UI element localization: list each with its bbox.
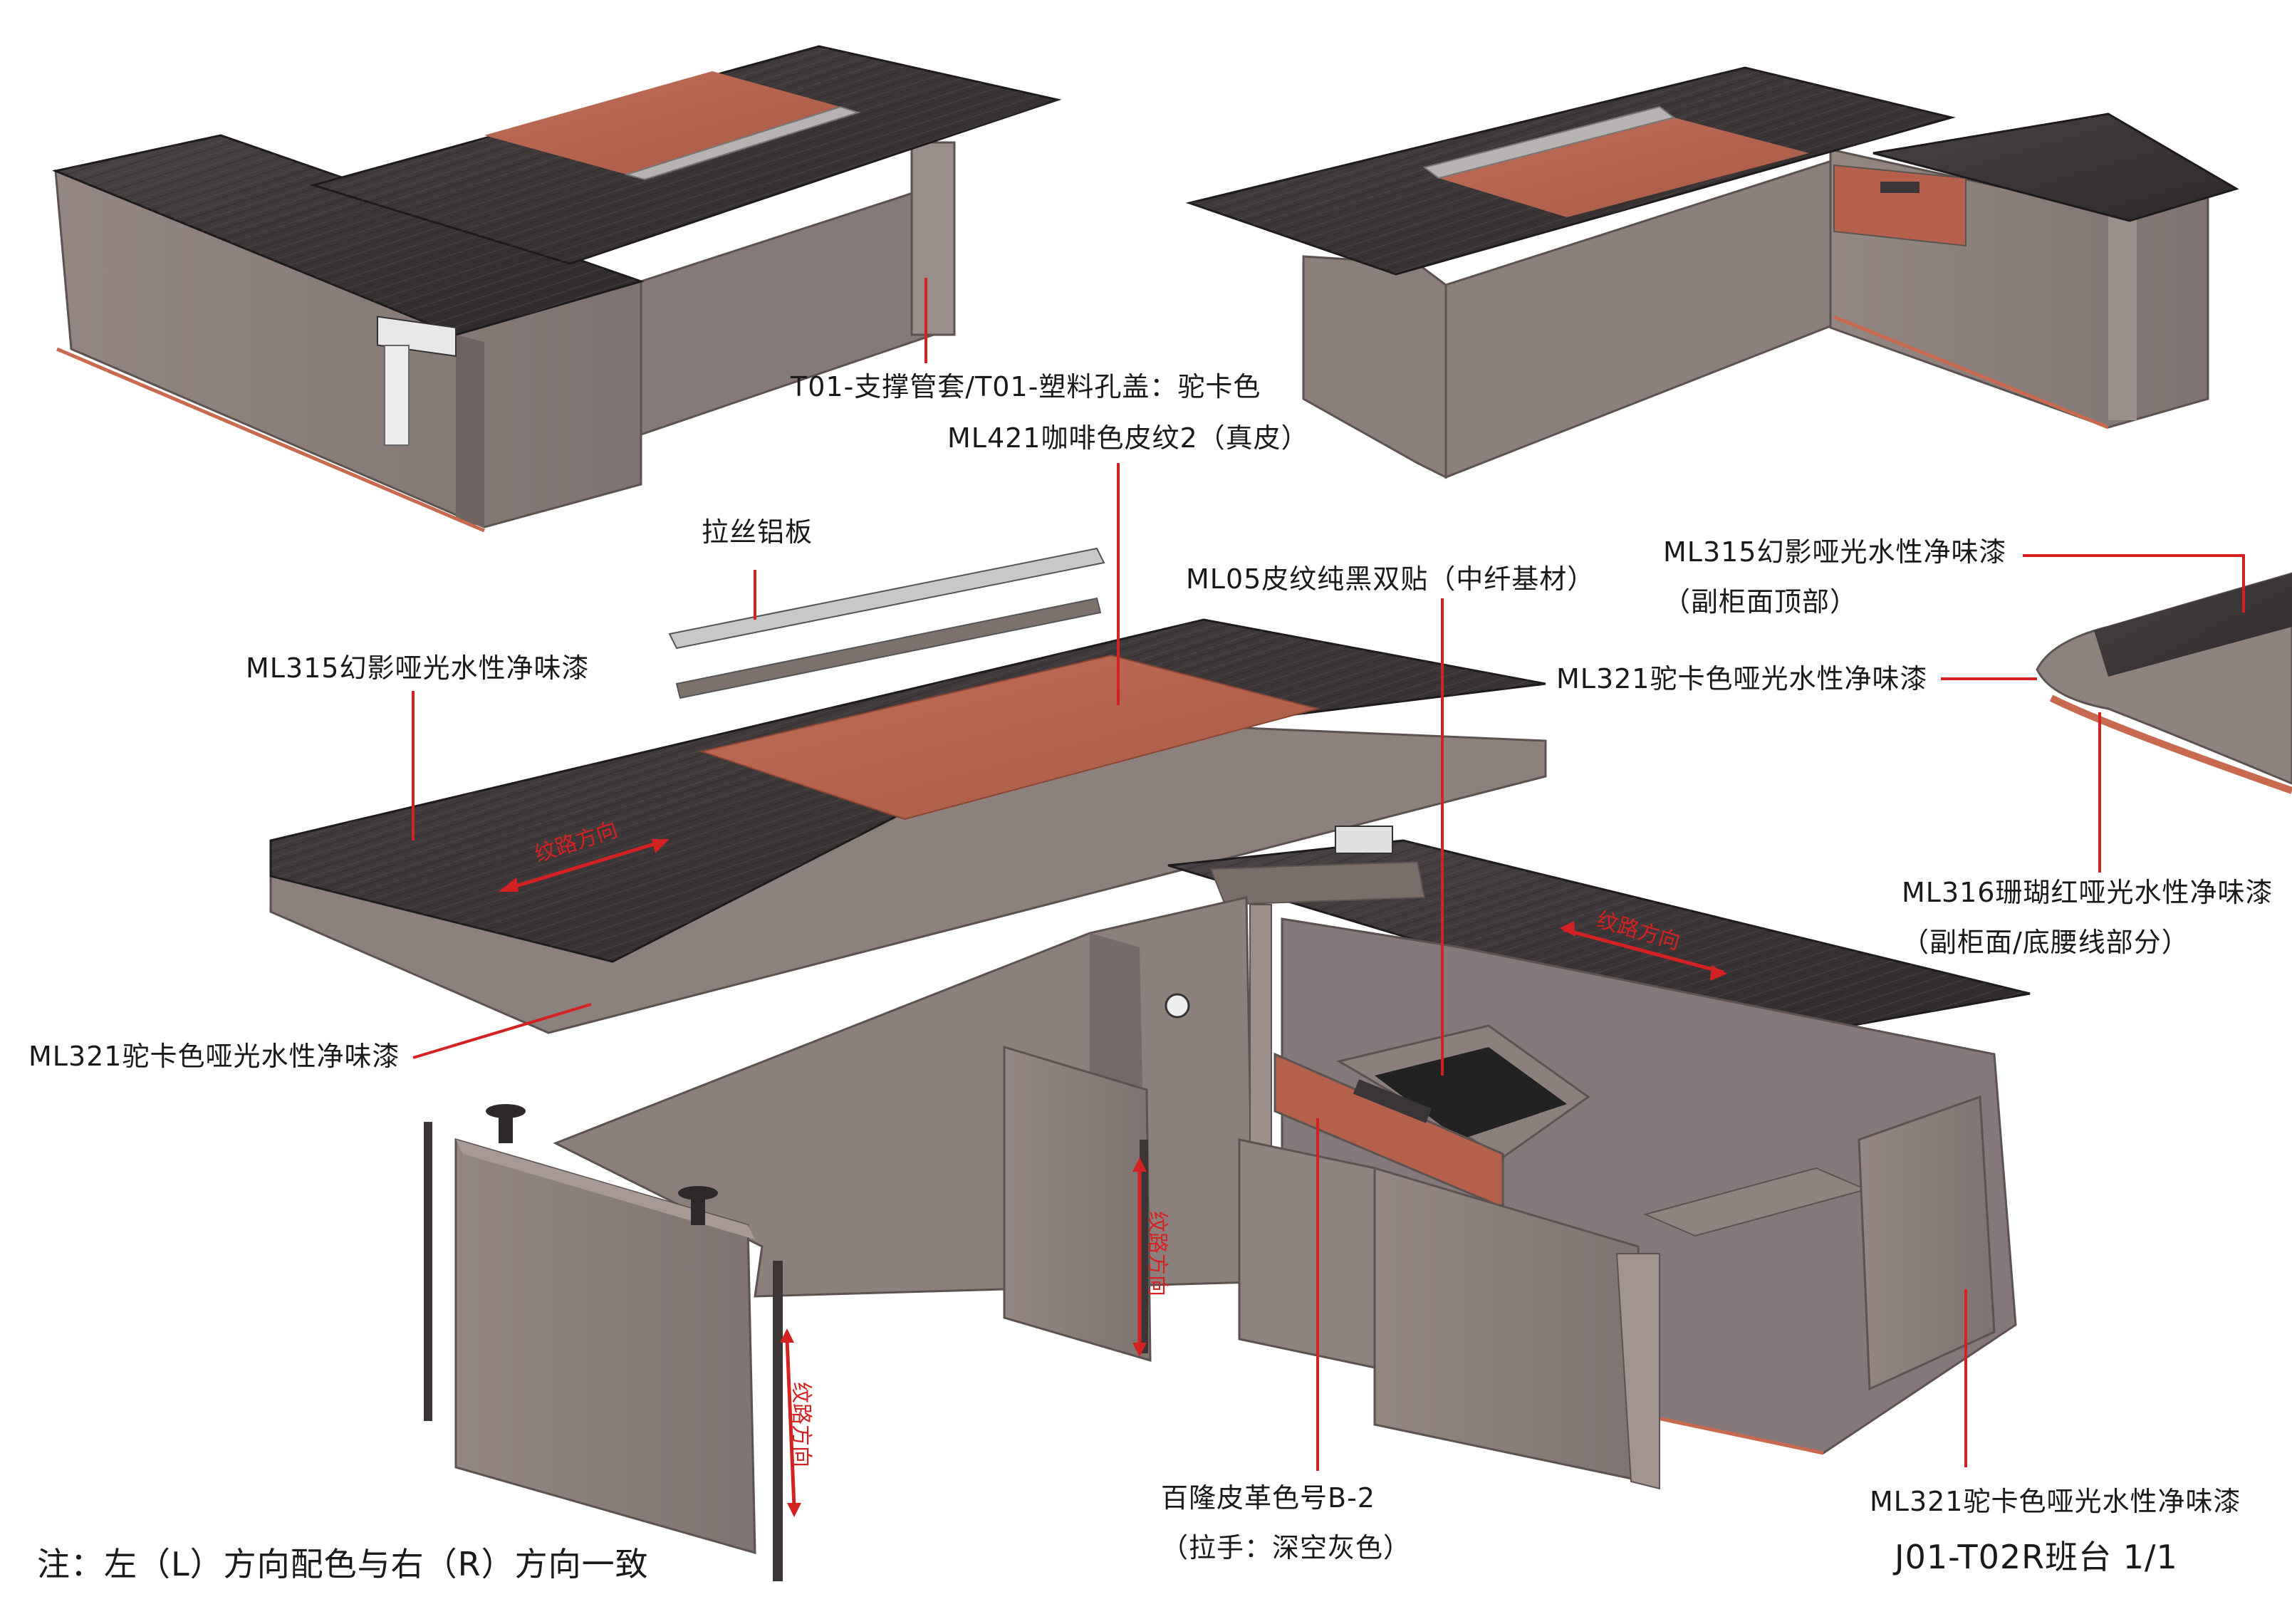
- note-color-consistency: 注：左（L）方向配色与右（R）方向一致: [37, 1545, 649, 1583]
- drawing-id: J01-T02R班台 1/1: [1895, 1538, 2178, 1576]
- exploded-assembly: [269, 547, 2031, 1581]
- label-ml316-line1: ML316珊瑚红哑光水性净味漆: [1902, 877, 2273, 908]
- label-leather-pad: ML421咖啡色皮纹2（真皮）: [947, 422, 1309, 454]
- desk-view-front-left: [51, 45, 1062, 533]
- label-ml321-left: ML321驼卡色哑光水性净味漆: [28, 1041, 400, 1072]
- label-ml315-side-line2: （副柜面顶部）: [1663, 586, 1858, 618]
- label-ml05: ML05皮纹纯黑双贴（中纤基材）: [1186, 563, 1595, 595]
- label-ml315-main: ML315幻影哑光水性净味漆: [246, 652, 590, 684]
- label-aluminum-plate: 拉丝铝板: [702, 516, 813, 548]
- grain-label-door-center: 纹路方向: [1145, 1211, 1170, 1296]
- callout-lines: [412, 278, 2245, 1471]
- corner-detail: [2036, 572, 2292, 794]
- desk-view-back-right: [1185, 66, 2239, 479]
- label-support-tube: T01-支撑管套/T01-塑料孔盖：驼卡色: [791, 371, 1261, 402]
- label-ml315-side-line1: ML315幻影哑光水性净味漆: [1663, 536, 2007, 568]
- label-ml321-side: ML321驼卡色哑光水性净味漆: [1556, 663, 1928, 694]
- label-ml321-bottom: ML321驼卡色哑光水性净味漆: [1870, 1486, 2241, 1517]
- label-handle-line2: （拉手：深空灰色）: [1161, 1532, 1412, 1563]
- grain-label-panel-left: 纹路方向: [788, 1382, 813, 1467]
- label-handle-line1: 百隆皮革色号B-2: [1161, 1482, 1375, 1514]
- label-ml316-line2: （副柜面/底腰线部分）: [1902, 927, 2189, 958]
